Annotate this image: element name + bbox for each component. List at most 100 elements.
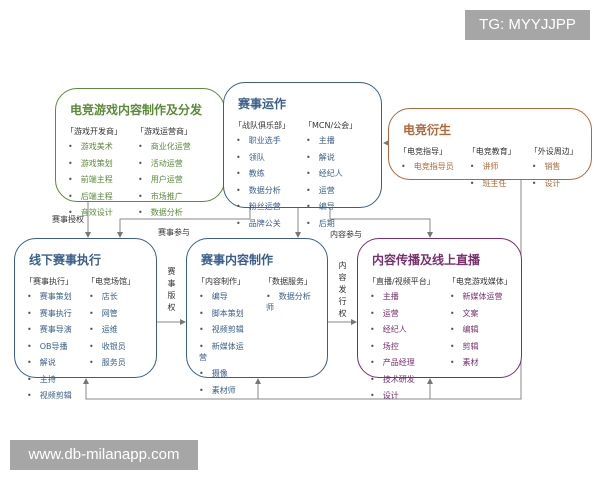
category-column: 「战队俱乐部」职业选手领队教练数据分析粉丝运营品牌公关: [234, 120, 290, 234]
box-title: 电竞衍生: [403, 123, 452, 137]
role-item: 视频剪辑: [199, 324, 250, 335]
box-columns: 「直播/视频平台」主播运营经纪人场控产品经理技术研发设计「电竞游戏媒体」新媒体运…: [368, 276, 512, 407]
box-columns: 「游戏开发商」游戏美术游戏策划前端主程后端主程音效设计「游戏运营商」商业化运营活…: [66, 126, 214, 224]
box-esports-derivative: 电竞衍生「电竞指导」电竞指导员 「电竞教育」讲师班主任 「外设周边」销售设计: [388, 108, 592, 188]
role-item: 电竞指导员: [401, 161, 454, 172]
category-column: 「内容制作」编导脚本策划视频剪辑新媒体运营摄像素材师: [197, 276, 250, 401]
role-item: 脚本策划: [199, 308, 250, 319]
box-offline-event: 线下赛事执行「赛事执行」赛事策划赛事执行赛事导演OB导播解说主持视频剪辑「电竞场…: [14, 238, 157, 400]
role-item: 赛事策划: [27, 291, 73, 302]
role-item: 用户运营: [138, 174, 192, 185]
role-item: 服务员: [89, 357, 135, 368]
box-title: 线下赛事执行: [29, 253, 102, 267]
category-header: 「电竞指导」: [399, 147, 447, 156]
role-item: 编辑: [450, 324, 511, 335]
category-column: 「电竞游戏媒体」新媒体运营文案编辑剪辑素材: [447, 276, 512, 407]
box-event-content: 赛事内容制作「内容制作」编导脚本策划视频剪辑新媒体运营摄像素材师「数据服务」数据…: [186, 238, 328, 395]
role-item: 市场推广: [138, 191, 192, 202]
role-item: 网管: [89, 308, 135, 319]
role-item: 数据分析: [138, 207, 192, 218]
category-header: 「电竞教育」: [467, 147, 516, 156]
role-item: 后期: [306, 218, 357, 229]
role-item: 讲师: [470, 161, 516, 172]
role-item: 商业化运营: [138, 141, 192, 152]
role-item: 活动运营: [138, 158, 192, 169]
category-header: 「战队俱乐部」: [234, 121, 290, 130]
box-title: 赛事内容制作: [201, 253, 274, 267]
role-item: 音效设计: [68, 207, 122, 218]
box-title: 电竞游戏内容制作及分发: [70, 103, 203, 117]
role-item: 主持: [27, 374, 73, 385]
category-column: 「数据服务」数据分析师: [264, 276, 317, 401]
category-header: 「电竞场馆」: [87, 277, 135, 286]
category-column: 「MCN/公会」主播解说经纪人运营编导后期: [304, 120, 357, 234]
box-columns: 「内容制作」编导脚本策划视频剪辑新媒体运营摄像素材师「数据服务」数据分析师: [197, 276, 317, 401]
role-item: 班主任: [470, 178, 516, 189]
category-header: 「外设周边」: [529, 147, 578, 156]
label-copyright: 赛事版权: [167, 267, 176, 312]
role-item: 编导: [199, 291, 250, 302]
category-column: 「电竞场馆」店长网管运维收银员服务员: [87, 276, 135, 407]
category-column: 「电竞指导」电竞指导员: [399, 146, 454, 194]
category-column: 「电竞教育」讲师班主任: [468, 146, 516, 194]
role-item: 前端主程: [68, 174, 122, 185]
category-header: 「电竞游戏媒体」: [447, 277, 512, 286]
role-item: 场控: [370, 341, 434, 352]
role-item: 经纪人: [370, 324, 434, 335]
role-item: 粉丝运营: [236, 201, 290, 212]
role-item: 职业选手: [236, 135, 290, 146]
role-item: 编导: [306, 201, 357, 212]
watermark-bottom: www.db-milanapp.com: [10, 440, 198, 470]
category-column: 「直播/视频平台」主播运营经纪人场控产品经理技术研发设计: [368, 276, 435, 407]
role-item: 解说: [306, 152, 357, 163]
role-item: 主播: [370, 291, 434, 302]
category-column: 「赛事执行」赛事策划赛事执行赛事导演OB导播解说主持视频剪辑: [25, 276, 73, 407]
category-header: 「游戏开发商」: [66, 127, 122, 136]
role-item: 运营: [306, 185, 357, 196]
category-header: 「游戏运营商」: [136, 127, 192, 136]
role-item: 素材: [450, 357, 511, 368]
role-item: 数据分析师: [266, 291, 317, 313]
category-column: 「游戏运营商」商业化运营活动运营用户运营市场推广数据分析: [136, 126, 192, 224]
category-column: 「游戏开发商」游戏美术游戏策划前端主程后端主程音效设计: [66, 126, 122, 224]
role-item: 收银员: [89, 341, 135, 352]
label-auth: 赛事授权: [52, 215, 84, 224]
role-item: 新媒体运营: [450, 291, 511, 302]
watermark-top: TG: MYYJJPP: [465, 10, 590, 40]
role-item: 文案: [450, 308, 511, 319]
role-item: 运维: [89, 324, 135, 335]
category-header: 「内容制作」: [197, 277, 245, 286]
role-item: 技术研发: [370, 374, 434, 385]
role-item: 解说: [27, 357, 73, 368]
box-game-content: 电竞游戏内容制作及分发「游戏开发商」游戏美术游戏策划前端主程后端主程音效设计「游…: [55, 88, 225, 217]
role-item: 产品经理: [370, 357, 434, 368]
box-columns: 「战队俱乐部」职业选手领队教练数据分析粉丝运营品牌公关「MCN/公会」主播解说经…: [234, 120, 371, 234]
box-title: 内容传播及线上直播: [372, 253, 481, 267]
category-header: 「直播/视频平台」: [368, 277, 435, 286]
role-item: 赛事导演: [27, 324, 73, 335]
role-item: 主播: [306, 135, 357, 146]
role-item: 数据分析: [236, 185, 290, 196]
role-item: 领队: [236, 152, 290, 163]
box-columns: 「电竞指导」电竞指导员「电竞教育」讲师班主任「外设周边」销售设计: [399, 146, 581, 194]
role-item: 运营: [370, 308, 434, 319]
role-item: 赛事执行: [27, 308, 73, 319]
role-item: 新媒体运营: [199, 341, 250, 363]
role-item: 教练: [236, 168, 290, 179]
label-join: 赛事参与: [158, 228, 190, 237]
role-item: 销售: [532, 161, 578, 172]
role-item: 视频剪辑: [27, 390, 73, 401]
role-item: 设计: [370, 390, 434, 401]
category-header: 「MCN/公会」: [304, 121, 358, 130]
box-title: 赛事运作: [238, 97, 287, 111]
role-item: 剪辑: [450, 341, 511, 352]
role-item: 素材师: [199, 385, 250, 396]
box-event-operation: 赛事运作「战队俱乐部」职业选手领队教练数据分析粉丝运营品牌公关 「MCN/公会」主…: [223, 82, 382, 228]
category-header: 「赛事执行」: [25, 277, 73, 286]
box-columns: 「赛事执行」赛事策划赛事执行赛事导演OB导播解说主持视频剪辑「电竞场馆」店长网管…: [25, 276, 146, 407]
category-column: 「外设周边」销售设计: [530, 146, 578, 194]
role-item: 品牌公关: [236, 218, 290, 229]
label-content-join: 内容参与: [330, 230, 362, 239]
role-item: 摄像: [199, 368, 250, 379]
role-item: 设计: [532, 178, 578, 189]
